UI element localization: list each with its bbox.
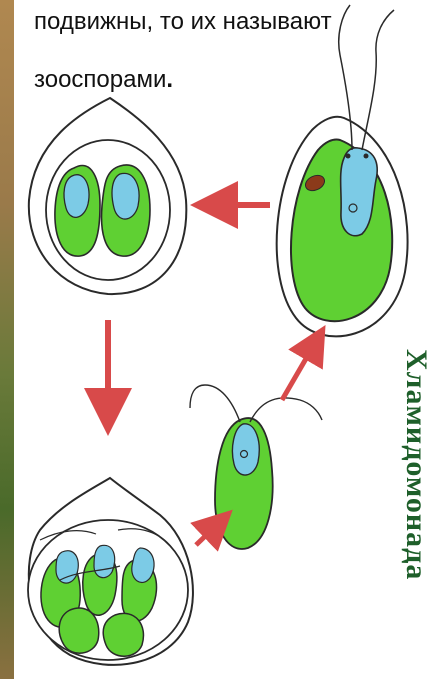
vertical-title: Хламидомонада [404, 262, 427, 667]
arrow-to-zoospore [196, 520, 222, 545]
zoospore [190, 385, 322, 549]
dividing-cell-many [28, 478, 193, 665]
flagellum [190, 385, 240, 422]
flagellum [362, 10, 394, 150]
vertical-title-text: Хламидомонада [399, 349, 427, 580]
dividing-cell-two [29, 98, 187, 294]
flagellum [250, 398, 322, 422]
mature-cell [277, 5, 408, 336]
arrow-to-mature [282, 338, 318, 400]
